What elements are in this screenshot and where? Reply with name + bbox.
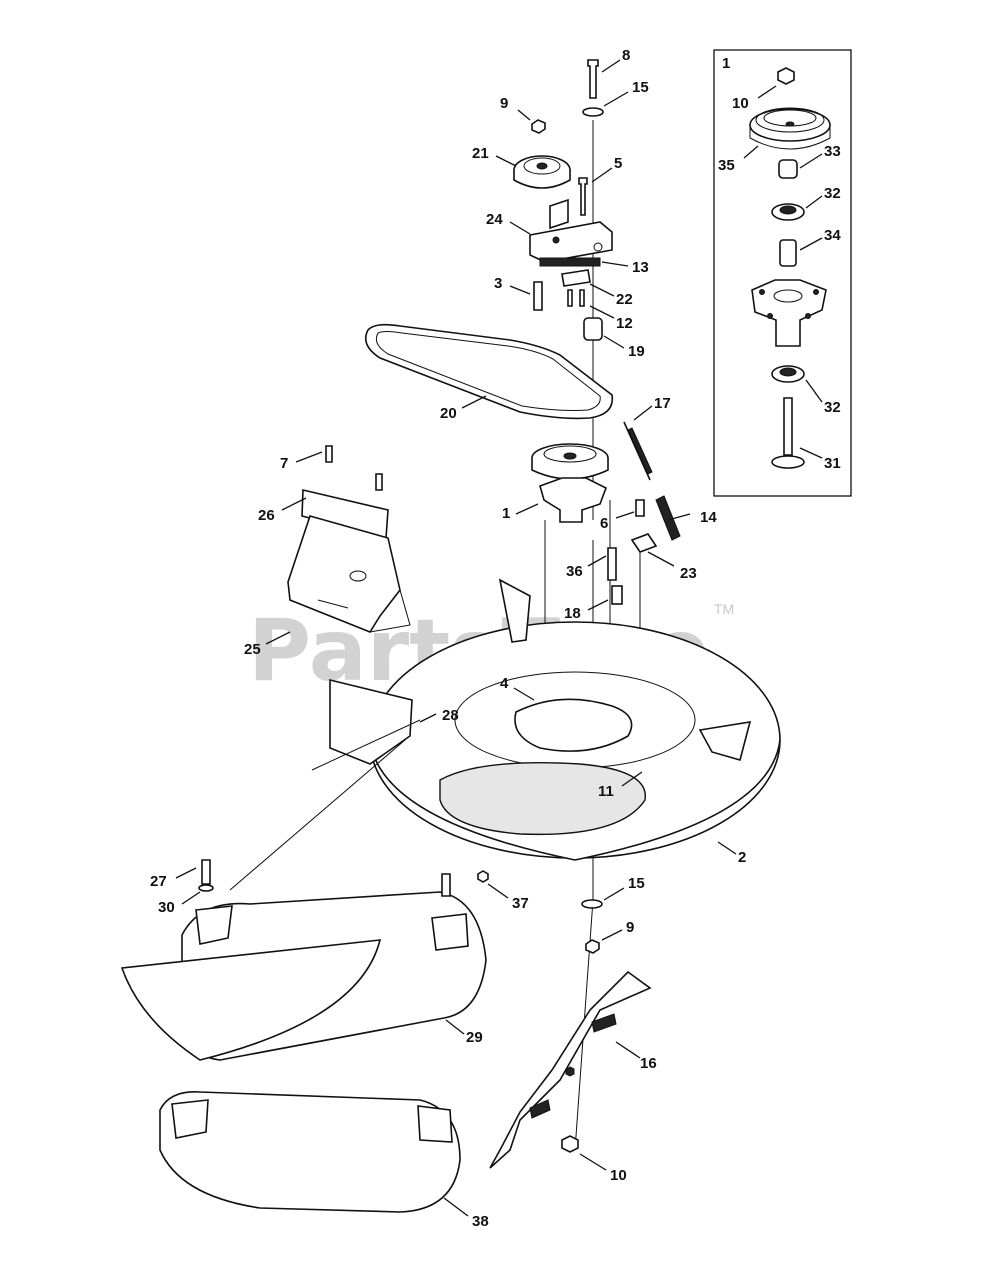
inset-shaft xyxy=(783,397,793,456)
spring-13 xyxy=(539,257,601,267)
callout-18: 18 xyxy=(564,605,581,622)
callout-22: 22 xyxy=(616,291,633,308)
screws-22 xyxy=(567,289,585,307)
callout-10-bottom: 10 xyxy=(610,1167,627,1184)
callout-14: 14 xyxy=(700,509,717,526)
washer-30 xyxy=(198,884,214,892)
callout-21: 21 xyxy=(472,145,489,162)
bolt-8 xyxy=(587,59,599,99)
screw-6 xyxy=(635,499,645,517)
callout-28: 28 xyxy=(442,707,459,724)
callout-3: 3 xyxy=(494,275,502,292)
blade-16 xyxy=(489,970,652,1169)
inset-shaft-flange xyxy=(771,455,805,469)
chute-alignment-lines xyxy=(229,719,421,891)
bolt-36 xyxy=(607,547,617,581)
nut-9-bottom xyxy=(585,939,600,954)
callout-30: 30 xyxy=(158,899,175,916)
callout-20: 20 xyxy=(440,405,457,422)
callout-6: 6 xyxy=(600,515,608,532)
callout-13: 13 xyxy=(632,259,649,276)
callout-1: 1 xyxy=(502,505,510,522)
callout-9-top: 9 xyxy=(500,95,508,112)
baffle-plate xyxy=(498,578,531,643)
watermark-trademark: TM xyxy=(714,601,734,617)
callout-7: 7 xyxy=(280,455,288,472)
callout-12: 12 xyxy=(616,315,633,332)
callout-15-bottom: 15 xyxy=(628,875,645,892)
screw-7 xyxy=(325,445,333,463)
spacer-19 xyxy=(583,317,603,341)
nut-10-bottom xyxy=(561,1135,579,1153)
bolt-3 xyxy=(533,281,543,311)
screw-26 xyxy=(375,473,383,491)
bolt-deck xyxy=(441,873,451,897)
inset-callout-31: 31 xyxy=(824,455,841,472)
callout-23: 23 xyxy=(680,565,697,582)
inset-sleeve xyxy=(779,239,797,267)
spindle-assembly-1 xyxy=(531,443,609,523)
callout-27: 27 xyxy=(150,873,167,890)
callout-38: 38 xyxy=(472,1213,489,1230)
spring-14 xyxy=(655,495,681,541)
callout-9-bottom: 9 xyxy=(626,919,634,936)
bracket-23 xyxy=(630,533,658,553)
callout-2: 2 xyxy=(738,849,746,866)
callout-leaders xyxy=(175,59,737,1217)
inset-callout-32-upper: 32 xyxy=(824,185,841,202)
callout-17: 17 xyxy=(654,395,671,412)
callout-24: 24 xyxy=(486,211,503,228)
plate-22 xyxy=(561,269,591,287)
inset-callout-35: 35 xyxy=(718,157,735,174)
callout-25: 25 xyxy=(244,641,261,658)
bolt-27 xyxy=(201,859,211,885)
inset-nut xyxy=(777,67,795,85)
callout-11: 11 xyxy=(598,783,614,800)
washer-15-bottom xyxy=(581,899,603,909)
spindle-inset: 1 10 35 xyxy=(713,49,852,497)
spacer-18 xyxy=(611,585,623,605)
callout-26: 26 xyxy=(258,507,275,524)
nut-9-top xyxy=(531,119,546,134)
callout-37: 37 xyxy=(512,895,529,912)
nut-37 xyxy=(477,870,489,883)
callout-8: 8 xyxy=(622,47,630,64)
callout-4: 4 xyxy=(500,675,509,692)
deflector-bracket xyxy=(329,678,413,765)
inset-callout-10: 10 xyxy=(732,95,749,112)
callout-5: 5 xyxy=(614,155,622,172)
idler-pulley-21 xyxy=(513,155,571,189)
bolt-5 xyxy=(578,177,588,216)
deck-2 xyxy=(329,578,781,861)
inset-callout-32-lower: 32 xyxy=(824,399,841,416)
callout-19: 19 xyxy=(628,343,645,360)
inset-callout-34: 34 xyxy=(824,227,841,244)
baffle-26-25 xyxy=(287,488,411,633)
inset-spacer xyxy=(778,159,798,179)
inset-border xyxy=(713,49,852,497)
inset-callout-33: 33 xyxy=(824,143,841,160)
cover-38 xyxy=(159,1091,461,1213)
idler-bracket-24 xyxy=(529,198,613,263)
belt-20 xyxy=(364,323,614,420)
callout-29: 29 xyxy=(466,1029,483,1046)
callout-15-top: 15 xyxy=(632,79,649,96)
inset-title: 1 xyxy=(722,55,730,72)
washer-15-top xyxy=(582,107,604,117)
callout-16: 16 xyxy=(640,1055,657,1072)
discharge-chute-29 xyxy=(120,891,487,1061)
callout-36: 36 xyxy=(566,563,583,580)
